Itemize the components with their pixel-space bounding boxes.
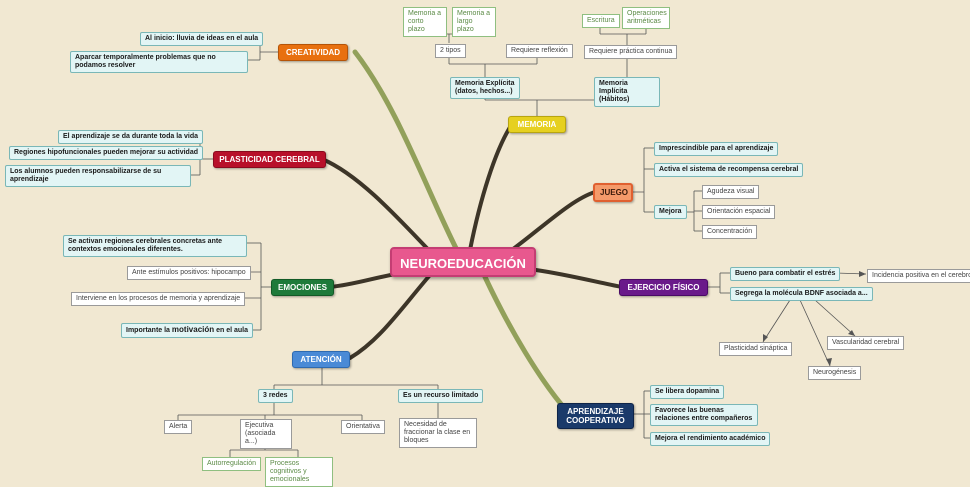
branch-memoria [468, 122, 514, 252]
creatividad-item-1[interactable]: Al inicio: lluvia de ideas en el aula [140, 32, 264, 46]
topic-emociones[interactable]: EMOCIONES [271, 279, 334, 296]
red-orientativa[interactable]: Orientativa [341, 420, 385, 434]
implicita-practica-continua[interactable]: Requiere práctica continua [584, 45, 678, 59]
topic-aprendizaje-cooperativo[interactable]: APRENDIZAJE COOPERATIVO [557, 403, 634, 429]
aprendizaje-item-3[interactable]: Mejora el rendimiento académico [650, 432, 771, 446]
topic-creatividad[interactable]: CREATIVIDAD [278, 44, 348, 61]
mejora-orientacion-espacial[interactable]: Orientación espacial [702, 205, 776, 219]
motivacion-keyword: motivación [171, 325, 215, 334]
aprendizaje-item-1[interactable]: Se libera dopamina [650, 385, 725, 399]
memoria-largo-plazo[interactable]: Memoria a largo plazo [452, 7, 496, 37]
mejora-agudeza-visual[interactable]: Agudeza visual [702, 185, 760, 199]
plasticidad-item-2[interactable]: Regiones hipofuncionales pueden mejorar … [9, 146, 203, 160]
juego-item-2[interactable]: Activa el sistema de recompensa cerebral [654, 163, 804, 177]
ejecutiva-autorregulacion[interactable]: Autorregulación [202, 457, 262, 471]
aprendizaje-item-2[interactable]: Favorece las buenas relaciones entre com… [650, 404, 758, 426]
ejercicio-bdnf[interactable]: Segrega la molécula BDNF asociada a... [730, 287, 873, 301]
creatividad-item-2[interactable]: Aparcar temporalmente problemas que no p… [70, 51, 248, 73]
topic-plasticidad-cerebral[interactable]: PLASTICIDAD CEREBRAL [213, 151, 326, 168]
topic-ejercicio-fisico[interactable]: EJERCICIO FÍSICO [619, 279, 708, 296]
plasticidad-item-3[interactable]: Los alumnos pueden responsabilizarse de … [5, 165, 191, 187]
motivacion-suffix: en el aula [216, 327, 248, 334]
branch-creatividad [352, 49, 466, 265]
explicita-2-tipos[interactable]: 2 tipos [435, 44, 466, 58]
practica-operaciones[interactable]: Operaciones aritméticas [622, 7, 670, 29]
red-ejecutiva[interactable]: Ejecutiva (asociada a...) [240, 419, 292, 449]
memoria-corto-plazo[interactable]: Memoria a corto plazo [403, 7, 447, 37]
branch-ejercicio [534, 268, 624, 289]
atencion-recurso-limitado[interactable]: Es un recurso limitado [398, 389, 484, 403]
limitado-fraccionar[interactable]: Necesidad de fraccionar la clase en bloq… [399, 418, 477, 448]
bdnf-vascularidad[interactable]: Vascularidad cerebral [827, 336, 905, 350]
ejecutiva-procesos[interactable]: Procesos cognitivos y emocionales [265, 457, 333, 487]
bdnf-neurogenesis[interactable]: Neurogénesis [808, 366, 862, 380]
red-alerta[interactable]: Alerta [164, 420, 193, 434]
plasticidad-item-1[interactable]: El aprendizaje se da durante toda la vid… [58, 130, 203, 144]
practica-escritura[interactable]: Escritura [582, 14, 620, 28]
ejercicio-estres[interactable]: Bueno para combatir el estrés [730, 267, 841, 281]
juego-mejora[interactable]: Mejora [654, 205, 687, 219]
memoria-implicita[interactable]: Memoria Implícita (Hábitos) [594, 77, 660, 107]
explicita-requiere-reflexion[interactable]: Requiere reflexión [506, 44, 573, 58]
branch-juego [503, 190, 597, 257]
motivacion-prefix: Importante la [126, 327, 170, 334]
estres-incidencia-cerebro[interactable]: Incidencia positiva en el cerebro [867, 269, 970, 283]
topic-atencion[interactable]: ATENCIÓN [292, 351, 350, 368]
emociones-item-4[interactable]: Importante la motivación en el aula [121, 323, 253, 338]
topic-memoria[interactable]: MEMORIA [508, 116, 566, 133]
central-topic[interactable]: NEUROEDUCACIÓN [390, 247, 536, 277]
juego-item-1[interactable]: Imprescindible para el aprendizaje [654, 142, 779, 156]
memoria-explicita[interactable]: Memoria Explícita (datos, hechos...) [450, 77, 520, 99]
bdnf-plasticidad-sinaptica[interactable]: Plasticidad sináptica [719, 342, 793, 356]
branch-atencion [348, 273, 432, 360]
mejora-concentracion[interactable]: Concentración [702, 225, 758, 239]
emociones-item-1[interactable]: Se activan regiones cerebrales concretas… [63, 235, 247, 257]
branch-aprendizaje [482, 274, 569, 413]
topic-juego[interactable]: JUEGO [593, 183, 633, 202]
emociones-item-3[interactable]: Interviene en los procesos de memoria y … [71, 292, 246, 306]
emociones-item-2[interactable]: Ante estímulos positivos: hipocampo [127, 266, 251, 280]
atencion-3-redes[interactable]: 3 redes [258, 389, 293, 403]
